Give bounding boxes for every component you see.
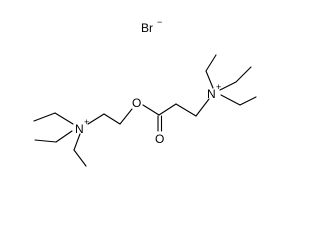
bond-c4-nr (195, 98, 210, 117)
bond-nr-ethyl-down-2 (239, 96, 257, 106)
atom-label-counterion: Br (141, 21, 153, 35)
atom-label-o-carbonyl: O (155, 132, 164, 146)
bond-nr-ethyl-up-2 (205, 54, 217, 72)
bond-nl-ethyl-left-2 (34, 139, 57, 143)
bond-nl-c1 (87, 113, 105, 125)
charge-counterion: − (157, 17, 162, 27)
charge-n-right: + (216, 82, 221, 92)
bond-nl-ethyl-left-1 (55, 130, 73, 143)
atom-labels: Br − N + O O N + (75, 17, 221, 146)
bond-nl-ethyl-down-1 (73, 133, 81, 151)
bond-nl-ethyl-down-2 (73, 149, 87, 167)
atom-label-o-ester: O (132, 96, 141, 110)
atom-label-n-right: N (207, 87, 216, 101)
bond-oester-ccarbonyl (142, 104, 160, 116)
bond-nr-ethyl-right-1 (219, 81, 237, 91)
bond-c1-c2 (103, 113, 121, 125)
bond-c3-c4 (175, 103, 197, 117)
bond-ccarbonyl-c3 (158, 103, 177, 116)
bond-nl-ethyl-top-2 (33, 112, 56, 122)
bond-nl-ethyl-top-1 (54, 112, 74, 125)
bonds (33, 54, 257, 167)
bond-c2-oester (119, 108, 133, 125)
chemical-structure: Br − N + O O N + (33, 17, 257, 167)
bond-nr-ethyl-up-1 (205, 70, 214, 89)
bond-nr-ethyl-down-1 (220, 94, 241, 106)
atom-label-n-left: N (75, 122, 84, 136)
bond-nr-ethyl-right-2 (235, 66, 252, 83)
charge-n-left: + (84, 117, 89, 127)
